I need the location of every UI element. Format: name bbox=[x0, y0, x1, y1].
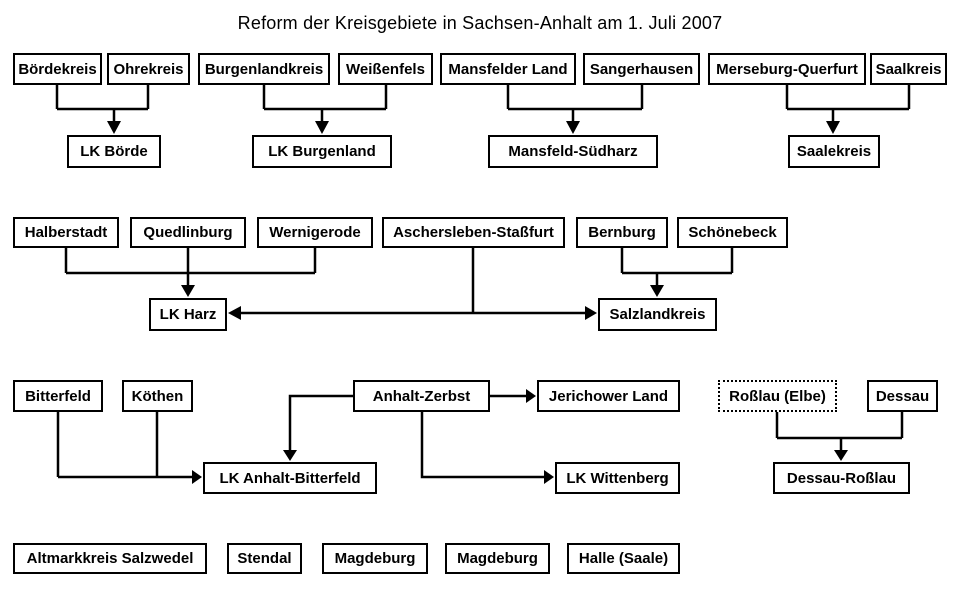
node-mansfeld-suedharz: Mansfeld-Südharz bbox=[488, 135, 658, 168]
node-dessau: Dessau bbox=[867, 380, 938, 412]
node-magdeburg-2: Magdeburg bbox=[445, 543, 550, 574]
split-arrow-jerichower-land bbox=[490, 389, 536, 403]
merger-arrow-mansfeld-suedharz bbox=[506, 85, 644, 134]
node-aschersleben-stassfurt: Aschersleben-Staßfurt bbox=[382, 217, 565, 248]
merger-arrow-dessau-rosslau bbox=[775, 412, 904, 461]
diagram-title: Reform der Kreisgebiete in Sachsen-Anhal… bbox=[237, 13, 723, 33]
node-wernigerode: Wernigerode bbox=[257, 217, 373, 248]
node-schoenebeck: Schönebeck bbox=[677, 217, 788, 248]
node-sangerhausen: Sangerhausen bbox=[583, 53, 700, 85]
merger-arrow-lk-harz bbox=[64, 248, 317, 297]
node-jerichower-land: Jerichower Land bbox=[537, 380, 680, 412]
node-lk-boerde: LK Börde bbox=[67, 135, 161, 168]
node-halberstadt: Halberstadt bbox=[13, 217, 119, 248]
node-lk-anhalt-bitterfeld: LK Anhalt-Bitterfeld bbox=[203, 462, 377, 494]
split-arrow-lk-wittenberg bbox=[420, 412, 554, 484]
node-salzlandkreis: Salzlandkreis bbox=[598, 298, 717, 331]
merger-arrow-lk-burgenland bbox=[262, 85, 388, 134]
node-lk-burgenland: LK Burgenland bbox=[252, 135, 392, 168]
node-burgenlandkreis: Burgenlandkreis bbox=[198, 53, 330, 85]
node-bitterfeld: Bitterfeld bbox=[13, 380, 103, 412]
node-anhalt-zerbst: Anhalt-Zerbst bbox=[353, 380, 490, 412]
split-arrow-aschersleben-stassfurt bbox=[228, 248, 597, 320]
node-altmarkkreis-salzwedel: Altmarkkreis Salzwedel bbox=[13, 543, 207, 574]
merger-arrow-lk-boerde bbox=[55, 85, 150, 134]
node-dessau-rosslau: Dessau-Roßlau bbox=[773, 462, 910, 494]
node-merseburg-querfurt: Merseburg-Querfurt bbox=[708, 53, 866, 85]
merger-arrow-lk-anhalt-bitterfeld bbox=[56, 394, 353, 484]
node-rosslau-elbe: Roßlau (Elbe) bbox=[718, 380, 837, 412]
node-quedlinburg: Quedlinburg bbox=[130, 217, 246, 248]
node-bernburg: Bernburg bbox=[576, 217, 668, 248]
node-lk-harz: LK Harz bbox=[149, 298, 227, 331]
node-lk-wittenberg: LK Wittenberg bbox=[555, 462, 680, 494]
node-magdeburg-1: Magdeburg bbox=[322, 543, 428, 574]
node-halle-saale: Halle (Saale) bbox=[567, 543, 680, 574]
node-stendal: Stendal bbox=[227, 543, 302, 574]
node-saalekreis-neu: Saalekreis bbox=[788, 135, 880, 168]
merger-arrow-saalekreis bbox=[785, 85, 911, 134]
node-weissenfels: Weißenfels bbox=[338, 53, 433, 85]
node-mansfelder-land: Mansfelder Land bbox=[440, 53, 576, 85]
node-saalkreis: Saalkreis bbox=[870, 53, 947, 85]
node-boerdekreis: Bördekreis bbox=[13, 53, 102, 85]
node-koethen: Köthen bbox=[122, 380, 193, 412]
node-ohrekreis: Ohrekreis bbox=[107, 53, 190, 85]
merger-arrow-salzlandkreis bbox=[620, 248, 734, 297]
